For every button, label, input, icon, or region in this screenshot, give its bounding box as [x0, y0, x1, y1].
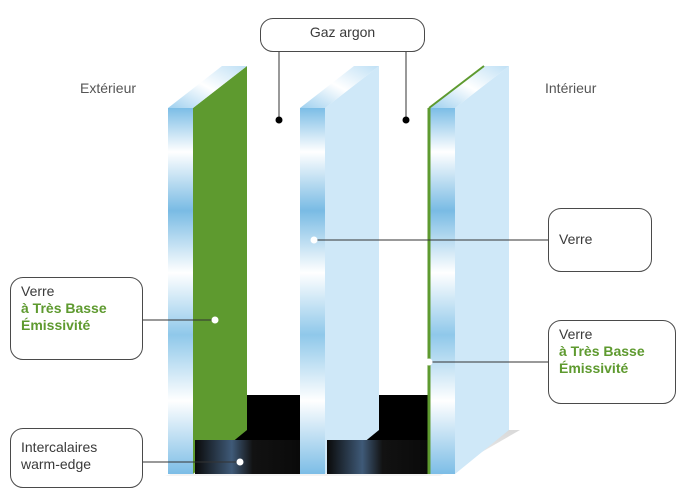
spacers-callout: Intercalaires warm-edge: [10, 428, 143, 488]
pane-2-top: [300, 66, 379, 108]
pane-1-edge: [168, 108, 193, 474]
dot-low-e-right: [425, 358, 433, 366]
low-e-left-line3: Émissivité: [21, 317, 91, 333]
dot-gas-right: [402, 116, 410, 124]
interior-label: Intérieur: [545, 80, 597, 96]
spacers-line1: Intercalaires: [21, 439, 98, 455]
spacer-right-front: [327, 440, 428, 474]
dot-spacers: [236, 458, 244, 466]
pane-3-top: [430, 66, 509, 108]
pane-1-coating-face: [193, 66, 247, 474]
gas-argon-callout: Gaz argon: [260, 18, 425, 52]
glass-text: Verre: [559, 231, 593, 247]
gas-argon-text: Gaz argon: [309, 24, 376, 40]
low-e-right-line3: Émissivité: [559, 360, 629, 376]
pane-1-top: [168, 66, 247, 108]
pane-2-edge: [300, 108, 325, 474]
leader-gas-right: [405, 39, 425, 120]
spacers-line2: warm-edge: [21, 456, 92, 472]
low-e-left-line1: Verre: [21, 283, 55, 299]
exterior-label: Extérieur: [80, 80, 137, 96]
leader-dots: [211, 116, 433, 466]
glass-callout: Verre: [548, 208, 652, 272]
pane-3-face: [455, 66, 509, 474]
low-e-right-line1: Verre: [559, 326, 593, 342]
low-e-left-callout: Verre à Très Basse Émissivité: [10, 277, 143, 360]
low-e-right-line2: à Très Basse: [559, 343, 645, 359]
dot-gas-left: [275, 116, 283, 124]
spacer-left-front: [195, 440, 300, 474]
pane-3-edge: [430, 108, 455, 474]
pane-3-coating-top: [428, 65, 485, 109]
dot-glass: [310, 236, 318, 244]
dot-low-e-left: [211, 316, 219, 324]
low-e-left-line2: à Très Basse: [21, 300, 107, 316]
low-e-right-callout: Verre à Très Basse Émissivité: [548, 320, 676, 404]
pane-2-face: [325, 66, 379, 474]
leader-gas-left: [260, 39, 280, 120]
